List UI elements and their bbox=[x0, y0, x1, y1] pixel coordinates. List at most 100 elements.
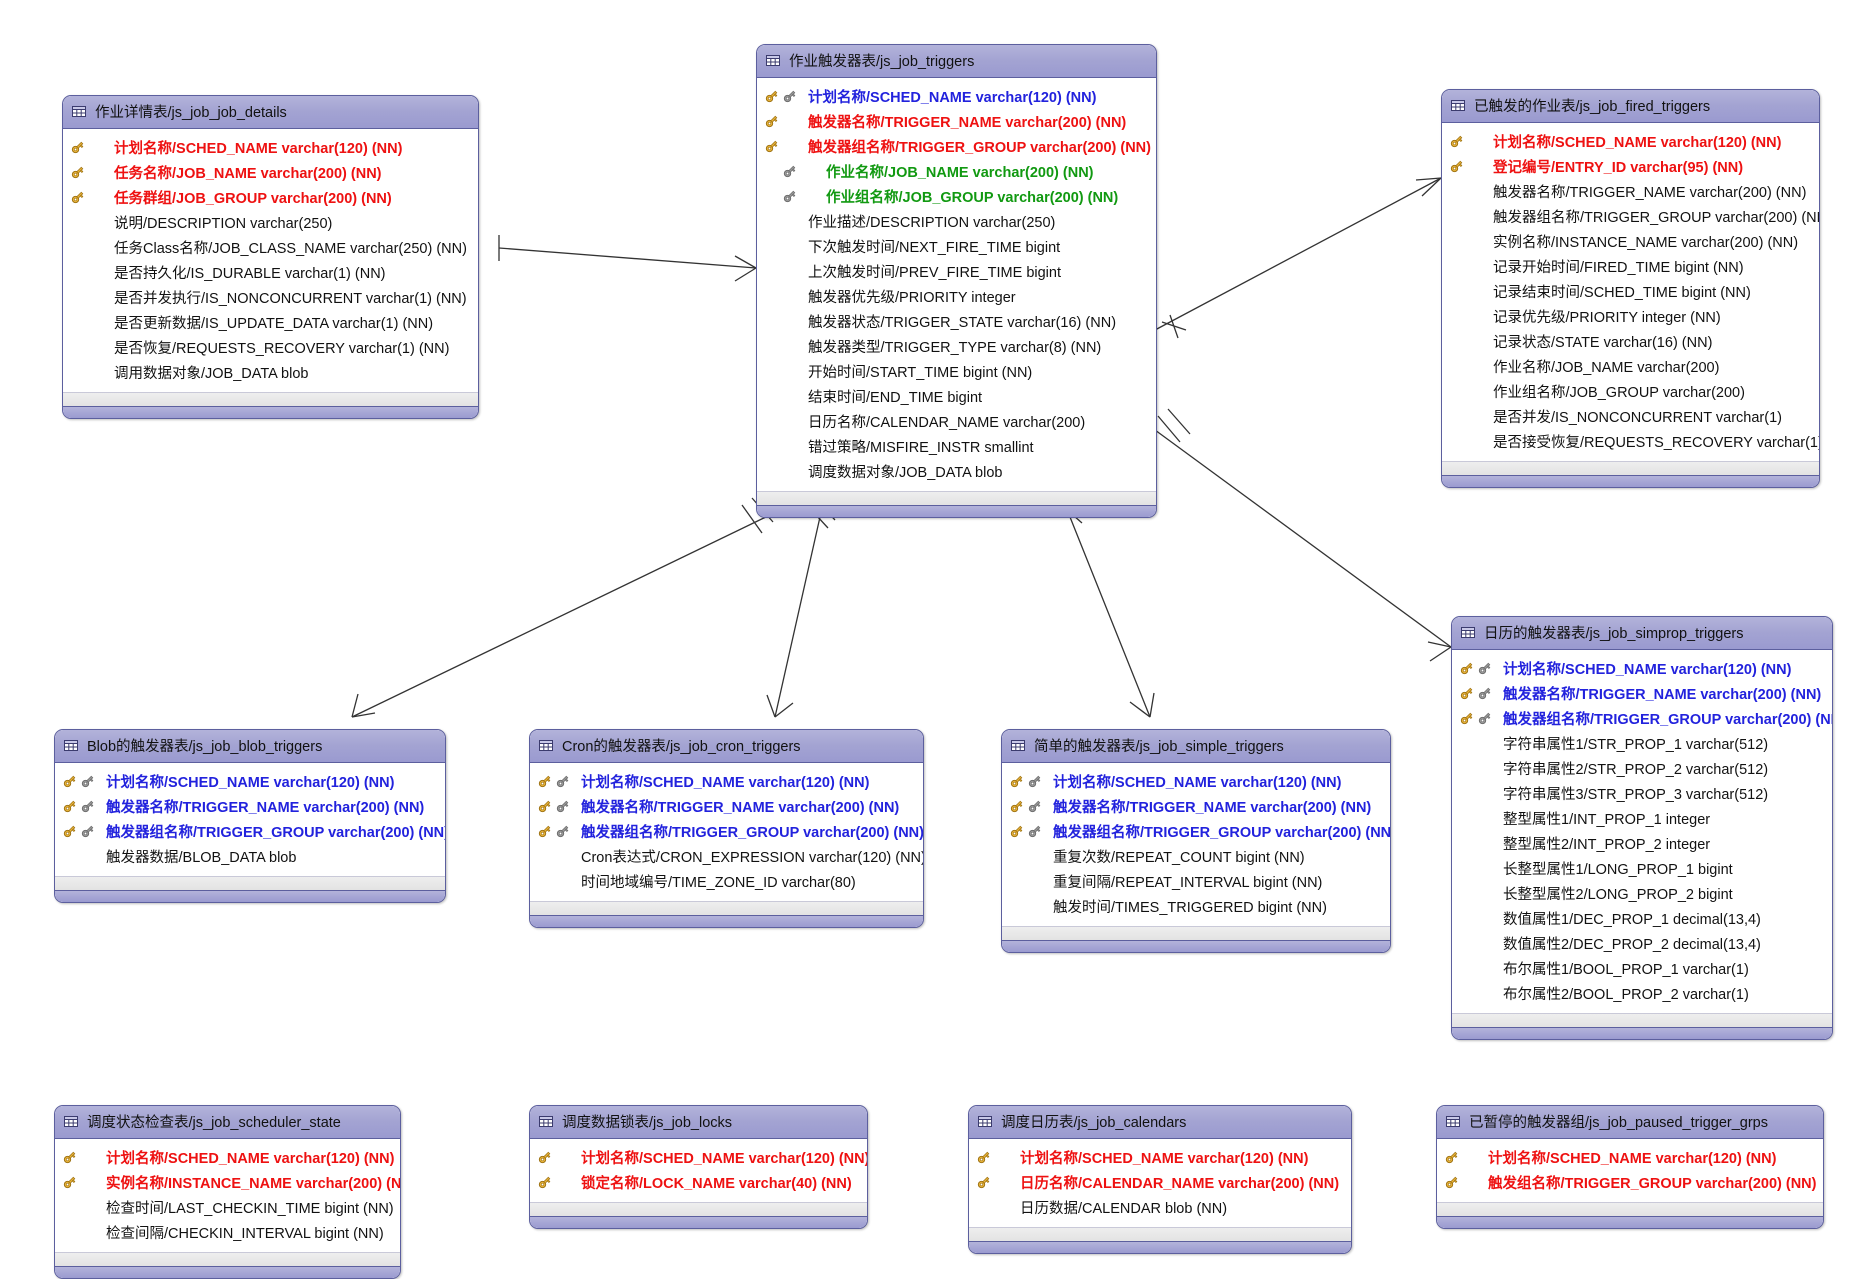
entity-simple_triggers[interactable]: 简单的触发器表/js_job_simple_triggers 计划名称/SCHED… bbox=[1001, 729, 1391, 953]
entity-header-scheduler_state[interactable]: 调度状态检查表/js_job_scheduler_state bbox=[55, 1106, 400, 1139]
attribute-row[interactable]: 计划名称/SCHED_NAME varchar(120) (NN) bbox=[1006, 769, 1380, 794]
attribute-row[interactable]: 计划名称/SCHED_NAME varchar(120) (NN) bbox=[534, 769, 913, 794]
attribute-row[interactable]: 长整型属性2/LONG_PROP_2 bigint bbox=[1456, 881, 1822, 906]
entity-header-cron_triggers[interactable]: Cron的触发器表/js_job_cron_triggers bbox=[530, 730, 923, 763]
attribute-row[interactable]: 触发组名称/TRIGGER_GROUP varchar(200) (NN) bbox=[1441, 1170, 1816, 1195]
attribute-row[interactable]: 是否并发/IS_NONCONCURRENT varchar(1) bbox=[1446, 404, 1809, 429]
attribute-row[interactable]: 计划名称/SCHED_NAME varchar(120) (NN) bbox=[1456, 656, 1822, 681]
attribute-row[interactable]: 下次触发时间/NEXT_FIRE_TIME bigint bbox=[761, 234, 1146, 259]
entity-simprop_triggers[interactable]: 日历的触发器表/js_job_simprop_triggers 计划名称/SCHE… bbox=[1451, 616, 1833, 1040]
attribute-row[interactable]: 触发器组名称/TRIGGER_GROUP varchar(200) (NN) bbox=[761, 134, 1151, 159]
attribute-row[interactable]: 触发器组名称/TRIGGER_GROUP varchar(200) (NN) bbox=[59, 819, 445, 844]
attribute-row[interactable]: 触发器组名称/TRIGGER_GROUP varchar(200) (NN) bbox=[1446, 204, 1819, 229]
entity-header-simprop_triggers[interactable]: 日历的触发器表/js_job_simprop_triggers bbox=[1452, 617, 1832, 650]
attribute-row[interactable]: 调度数据对象/JOB_DATA blob bbox=[761, 459, 1146, 484]
attribute-row[interactable]: 日历名称/CALENDAR_NAME varchar(200) bbox=[761, 409, 1146, 434]
attribute-row[interactable]: 触发器数据/BLOB_DATA blob bbox=[59, 844, 435, 869]
attribute-row[interactable]: 布尔属性2/BOOL_PROP_2 varchar(1) bbox=[1456, 981, 1822, 1006]
attribute-row[interactable]: 开始时间/START_TIME bigint (NN) bbox=[761, 359, 1146, 384]
attribute-row[interactable]: 触发器状态/TRIGGER_STATE varchar(16) (NN) bbox=[761, 309, 1146, 334]
attribute-row[interactable]: 是否更新数据/IS_UPDATE_DATA varchar(1) (NN) bbox=[67, 310, 468, 335]
attribute-row[interactable]: 作业组名称/JOB_GROUP varchar(200) bbox=[1446, 379, 1809, 404]
attribute-row[interactable]: 作业名称/JOB_NAME varchar(200) bbox=[1446, 354, 1809, 379]
attribute-row[interactable]: 触发器名称/TRIGGER_NAME varchar(200) (NN) bbox=[1006, 794, 1380, 819]
entity-header-job_triggers[interactable]: 作业触发器表/js_job_triggers bbox=[757, 45, 1156, 78]
entity-header-calendars[interactable]: 调度日历表/js_job_calendars bbox=[969, 1106, 1351, 1139]
attribute-row[interactable]: 锁定名称/LOCK_NAME varchar(40) (NN) bbox=[534, 1170, 857, 1195]
entity-calendars[interactable]: 调度日历表/js_job_calendars 计划名称/SCHED_NAME va… bbox=[968, 1105, 1352, 1254]
attribute-row[interactable]: 触发器优先级/PRIORITY integer bbox=[761, 284, 1146, 309]
entity-scheduler_state[interactable]: 调度状态检查表/js_job_scheduler_state 计划名称/SCHED… bbox=[54, 1105, 401, 1279]
entity-header-paused_trigger_grps[interactable]: 已暂停的触发器组/js_job_paused_trigger_grps bbox=[1437, 1106, 1823, 1139]
attribute-row[interactable]: 作业名称/JOB_NAME varchar(200) (NN) bbox=[761, 159, 1146, 184]
attribute-row[interactable]: 整型属性2/INT_PROP_2 integer bbox=[1456, 831, 1822, 856]
entity-locks[interactable]: 调度数据锁表/js_job_locks 计划名称/SCHED_NAME varch… bbox=[529, 1105, 868, 1229]
entity-header-blob_triggers[interactable]: Blob的触发器表/js_job_blob_triggers bbox=[55, 730, 445, 763]
attribute-row[interactable]: 计划名称/SCHED_NAME varchar(120) (NN) bbox=[67, 135, 468, 160]
attribute-row[interactable]: 是否接受恢复/REQUESTS_RECOVERY varchar(1) bbox=[1446, 429, 1819, 454]
attribute-row[interactable]: 数值属性1/DEC_PROP_1 decimal(13,4) bbox=[1456, 906, 1822, 931]
attribute-row[interactable]: 触发器名称/TRIGGER_NAME varchar(200) (NN) bbox=[1456, 681, 1822, 706]
entity-header-simple_triggers[interactable]: 简单的触发器表/js_job_simple_triggers bbox=[1002, 730, 1390, 763]
attribute-row[interactable]: 作业描述/DESCRIPTION varchar(250) bbox=[761, 209, 1146, 234]
attribute-row[interactable]: 时间地域编号/TIME_ZONE_ID varchar(80) bbox=[534, 869, 913, 894]
attribute-row[interactable]: 触发时间/TIMES_TRIGGERED bigint (NN) bbox=[1006, 894, 1380, 919]
entity-fired_triggers[interactable]: 已触发的作业表/js_job_fired_triggers 计划名称/SCHED_… bbox=[1441, 89, 1820, 488]
attribute-row[interactable]: 是否恢复/REQUESTS_RECOVERY varchar(1) (NN) bbox=[67, 335, 468, 360]
attribute-row[interactable]: 重复次数/REPEAT_COUNT bigint (NN) bbox=[1006, 844, 1380, 869]
attribute-row[interactable]: 记录状态/STATE varchar(16) (NN) bbox=[1446, 329, 1809, 354]
attribute-row[interactable]: 触发器类型/TRIGGER_TYPE varchar(8) (NN) bbox=[761, 334, 1146, 359]
attribute-row[interactable]: 实例名称/INSTANCE_NAME varchar(200) (NN) bbox=[59, 1170, 400, 1195]
attribute-row[interactable]: 检查时间/LAST_CHECKIN_TIME bigint (NN) bbox=[59, 1195, 394, 1220]
attribute-row[interactable]: 字符串属性2/STR_PROP_2 varchar(512) bbox=[1456, 756, 1822, 781]
attribute-row[interactable]: 计划名称/SCHED_NAME varchar(120) (NN) bbox=[59, 1145, 394, 1170]
entity-blob_triggers[interactable]: Blob的触发器表/js_job_blob_triggers 计划名称/SCHED… bbox=[54, 729, 446, 903]
attribute-row[interactable]: 作业组名称/JOB_GROUP varchar(200) (NN) bbox=[761, 184, 1146, 209]
attribute-row[interactable]: 整型属性1/INT_PROP_1 integer bbox=[1456, 806, 1822, 831]
attribute-row[interactable]: 调用数据对象/JOB_DATA blob bbox=[67, 360, 468, 385]
attribute-row[interactable]: 错过策略/MISFIRE_INSTR smallint bbox=[761, 434, 1146, 459]
entity-cron_triggers[interactable]: Cron的触发器表/js_job_cron_triggers 计划名称/SCHED… bbox=[529, 729, 924, 928]
attribute-row[interactable]: 字符串属性1/STR_PROP_1 varchar(512) bbox=[1456, 731, 1822, 756]
attribute-row[interactable]: 触发器名称/TRIGGER_NAME varchar(200) (NN) bbox=[1446, 179, 1809, 204]
entity-header-fired_triggers[interactable]: 已触发的作业表/js_job_fired_triggers bbox=[1442, 90, 1819, 123]
attribute-row[interactable]: 结束时间/END_TIME bigint bbox=[761, 384, 1146, 409]
attribute-row[interactable]: Cron表达式/CRON_EXPRESSION varchar(120) (NN… bbox=[534, 844, 923, 869]
attribute-row[interactable]: 说明/DESCRIPTION varchar(250) bbox=[67, 210, 468, 235]
attribute-row[interactable]: 任务名称/JOB_NAME varchar(200) (NN) bbox=[67, 160, 468, 185]
entity-job_details[interactable]: 作业详情表/js_job_job_details 计划名称/SCHED_NAME … bbox=[62, 95, 479, 419]
attribute-row[interactable]: 记录结束时间/SCHED_TIME bigint (NN) bbox=[1446, 279, 1809, 304]
attribute-row[interactable]: 计划名称/SCHED_NAME varchar(120) (NN) bbox=[534, 1145, 867, 1170]
attribute-row[interactable]: 是否并发执行/IS_NONCONCURRENT varchar(1) (NN) bbox=[67, 285, 468, 310]
attribute-row[interactable]: 计划名称/SCHED_NAME varchar(120) (NN) bbox=[1446, 129, 1809, 154]
attribute-row[interactable]: 是否持久化/IS_DURABLE varchar(1) (NN) bbox=[67, 260, 468, 285]
attribute-row[interactable]: 计划名称/SCHED_NAME varchar(120) (NN) bbox=[59, 769, 435, 794]
attribute-row[interactable]: 计划名称/SCHED_NAME varchar(120) (NN) bbox=[761, 84, 1146, 109]
attribute-row[interactable]: 登记编号/ENTRY_ID varchar(95) (NN) bbox=[1446, 154, 1809, 179]
attribute-row[interactable]: 实例名称/INSTANCE_NAME varchar(200) (NN) bbox=[1446, 229, 1809, 254]
entity-paused_trigger_grps[interactable]: 已暂停的触发器组/js_job_paused_trigger_grps 计划名称/… bbox=[1436, 1105, 1824, 1229]
attribute-row[interactable]: 触发器组名称/TRIGGER_GROUP varchar(200) (NN) bbox=[534, 819, 923, 844]
attribute-row[interactable]: 检查间隔/CHECKIN_INTERVAL bigint (NN) bbox=[59, 1220, 390, 1245]
attribute-row[interactable]: 重复间隔/REPEAT_INTERVAL bigint (NN) bbox=[1006, 869, 1380, 894]
attribute-row[interactable]: 任务群组/JOB_GROUP varchar(200) (NN) bbox=[67, 185, 468, 210]
attribute-row[interactable]: 日历数据/CALENDAR blob (NN) bbox=[973, 1195, 1341, 1220]
attribute-row[interactable]: 日历名称/CALENDAR_NAME varchar(200) (NN) bbox=[973, 1170, 1341, 1195]
attribute-row[interactable]: 触发器名称/TRIGGER_NAME varchar(200) (NN) bbox=[534, 794, 913, 819]
attribute-row[interactable]: 长整型属性1/LONG_PROP_1 bigint bbox=[1456, 856, 1822, 881]
attribute-row[interactable]: 字符串属性3/STR_PROP_3 varchar(512) bbox=[1456, 781, 1822, 806]
attribute-row[interactable]: 计划名称/SCHED_NAME varchar(120) (NN) bbox=[1441, 1145, 1813, 1170]
entity-header-locks[interactable]: 调度数据锁表/js_job_locks bbox=[530, 1106, 867, 1139]
attribute-row[interactable]: 触发器名称/TRIGGER_NAME varchar(200) (NN) bbox=[59, 794, 435, 819]
attribute-row[interactable]: 记录优先级/PRIORITY integer (NN) bbox=[1446, 304, 1809, 329]
attribute-row[interactable]: 任务Class名称/JOB_CLASS_NAME varchar(250) (N… bbox=[67, 235, 468, 260]
attribute-row[interactable]: 触发器名称/TRIGGER_NAME varchar(200) (NN) bbox=[761, 109, 1146, 134]
attribute-row[interactable]: 触发器组名称/TRIGGER_GROUP varchar(200) (NN) bbox=[1006, 819, 1390, 844]
attribute-row[interactable]: 数值属性2/DEC_PROP_2 decimal(13,4) bbox=[1456, 931, 1822, 956]
attribute-row[interactable]: 记录开始时间/FIRED_TIME bigint (NN) bbox=[1446, 254, 1809, 279]
entity-header-job_details[interactable]: 作业详情表/js_job_job_details bbox=[63, 96, 478, 129]
attribute-row[interactable]: 上次触发时间/PREV_FIRE_TIME bigint bbox=[761, 259, 1146, 284]
attribute-row[interactable]: 计划名称/SCHED_NAME varchar(120) (NN) bbox=[973, 1145, 1341, 1170]
entity-job_triggers[interactable]: 作业触发器表/js_job_triggers 计划名称/SCHED_NAME va… bbox=[756, 44, 1157, 518]
attribute-row[interactable]: 触发器组名称/TRIGGER_GROUP varchar(200) (NN) bbox=[1456, 706, 1832, 731]
